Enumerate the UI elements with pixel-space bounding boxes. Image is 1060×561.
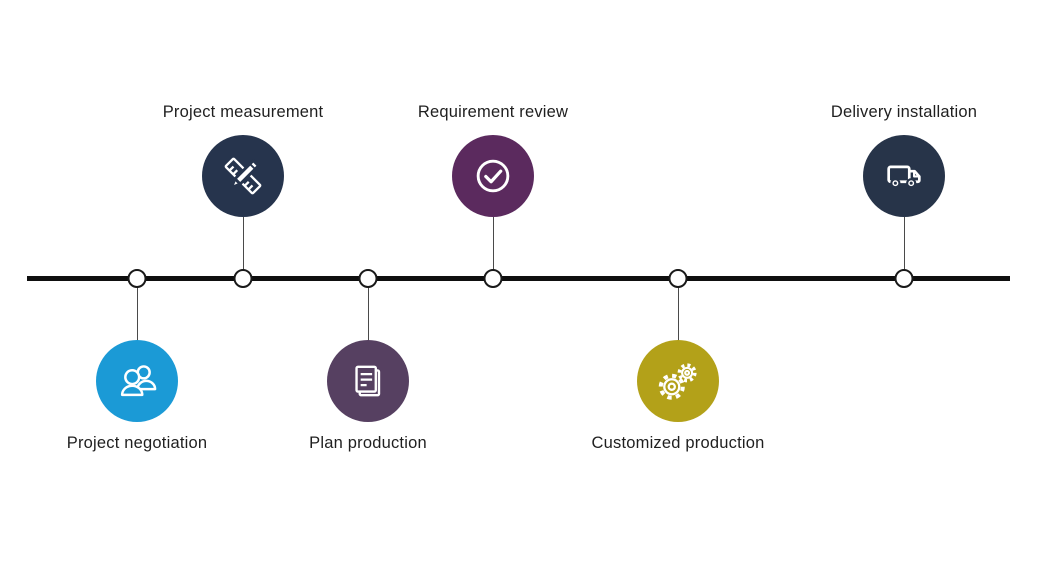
step-circle [327,340,409,422]
step-label: Customized production [591,434,765,452]
timeline-node [233,269,253,288]
step-label: Project negotiation [66,434,208,452]
step-circle [452,135,534,217]
connector-line [903,217,905,271]
gears-icon [655,358,701,404]
connector-line [367,287,369,341]
step-label: Delivery installation [830,103,978,121]
timeline-node [483,269,503,288]
truck-icon [881,153,927,199]
connector-line [242,217,244,271]
step-circle [637,340,719,422]
step-circle [202,135,284,217]
step-label: Requirement review [417,103,569,121]
timeline-node [127,269,147,288]
ruler-pencil-icon [220,153,266,199]
documents-icon [346,359,390,403]
step-label: Project measurement [162,103,324,121]
connector-line [492,217,494,271]
connector-line [136,287,138,341]
step-label: Plan production [309,434,427,452]
step-circle [96,340,178,422]
step-circle [863,135,945,217]
timeline-node [358,269,378,288]
timeline-line [27,276,1010,281]
timeline-node [668,269,688,288]
people-icon [114,358,160,404]
connector-line [677,287,679,341]
timeline-node [894,269,914,288]
check-circle-icon [470,153,516,199]
